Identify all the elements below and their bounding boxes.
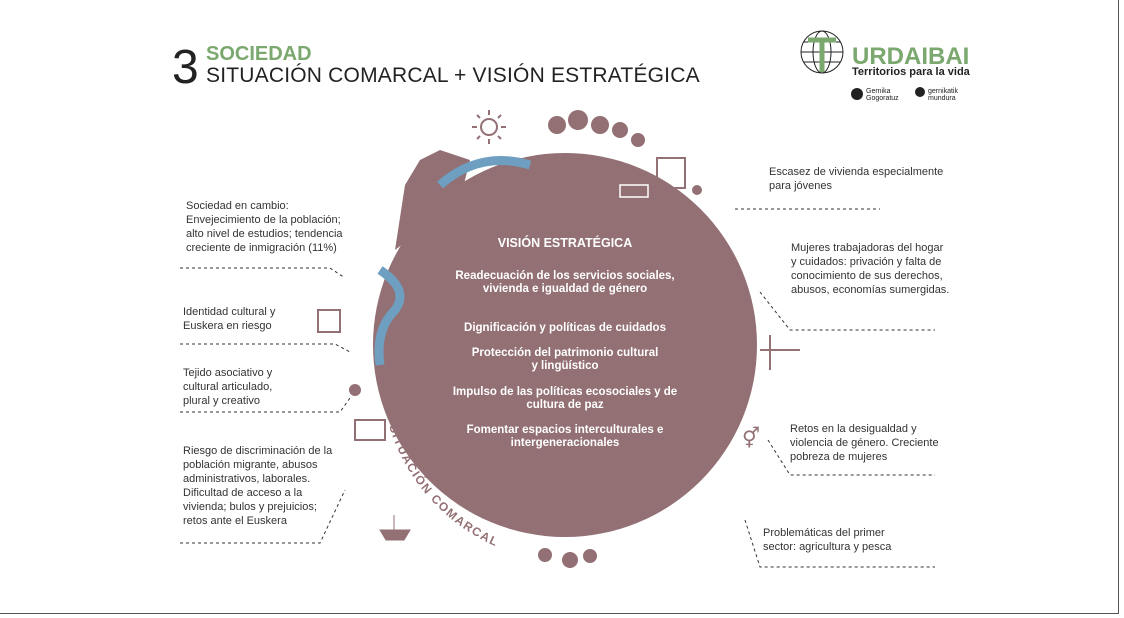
euskera-sign-icon	[317, 309, 341, 333]
partner-logo-gernika: Gernika Gogoratuz	[866, 88, 899, 102]
page-title: SITUACIÓN COMARCAL + VISIÓN ESTRATÉGICA	[206, 64, 700, 87]
note-left: Sociedad en cambio: Envejecimiento de la…	[186, 200, 343, 254]
note-right: Mujeres trabajadoras del hogar y cuidado…	[791, 242, 950, 296]
gernikatik-logo-icon	[915, 87, 925, 97]
vision-item: Protección del patrimonio cultural y lin…	[471, 347, 659, 372]
logo-tagline: Territorios para la vida	[852, 66, 970, 78]
vision-title: VISIÓN ESTRATÉGICA	[497, 236, 633, 250]
vision-item: Dignificación y políticas de cuidados	[464, 322, 666, 334]
windmill-icon	[760, 335, 800, 370]
building-icon	[656, 157, 686, 189]
gernika-logo-icon	[851, 88, 863, 100]
vision-item: Impulso de las políticas ecosociales y d…	[452, 386, 678, 411]
section-number: 3	[172, 41, 199, 94]
vision-item: Fomentar espacios interculturales e inte…	[466, 424, 664, 449]
note-left: Tejido asociativo y cultural articulado,…	[183, 367, 273, 407]
note-left: Identidad cultural y Euskera en riesgo	[183, 306, 276, 332]
note-right: Retos en la desigualdad y violencia de g…	[790, 423, 939, 463]
partner-logo-gernikatik: gernikatik mundura	[928, 88, 958, 102]
bed-icon	[619, 184, 649, 198]
house-icon	[354, 419, 386, 441]
sun-icon	[472, 110, 506, 144]
river	[374, 156, 532, 366]
boat-icon	[379, 515, 411, 541]
vision-item: Readecuación de los servicios sociales, …	[455, 270, 675, 295]
note-right: Problemáticas del primer sector: agricul…	[763, 527, 892, 553]
section-title: SOCIEDAD	[206, 43, 312, 65]
note-right: Escasez de vivienda especialmente para j…	[769, 166, 944, 192]
globe-logo-icon	[800, 30, 844, 74]
dashed-leaders	[180, 208, 935, 568]
gender-icon: ⚥	[742, 426, 760, 450]
logo-name: URDAIBAI	[852, 43, 970, 70]
trees-icon	[349, 110, 702, 568]
note-left: Riesgo de discriminación de la población…	[183, 445, 333, 527]
society-circle	[373, 153, 757, 537]
